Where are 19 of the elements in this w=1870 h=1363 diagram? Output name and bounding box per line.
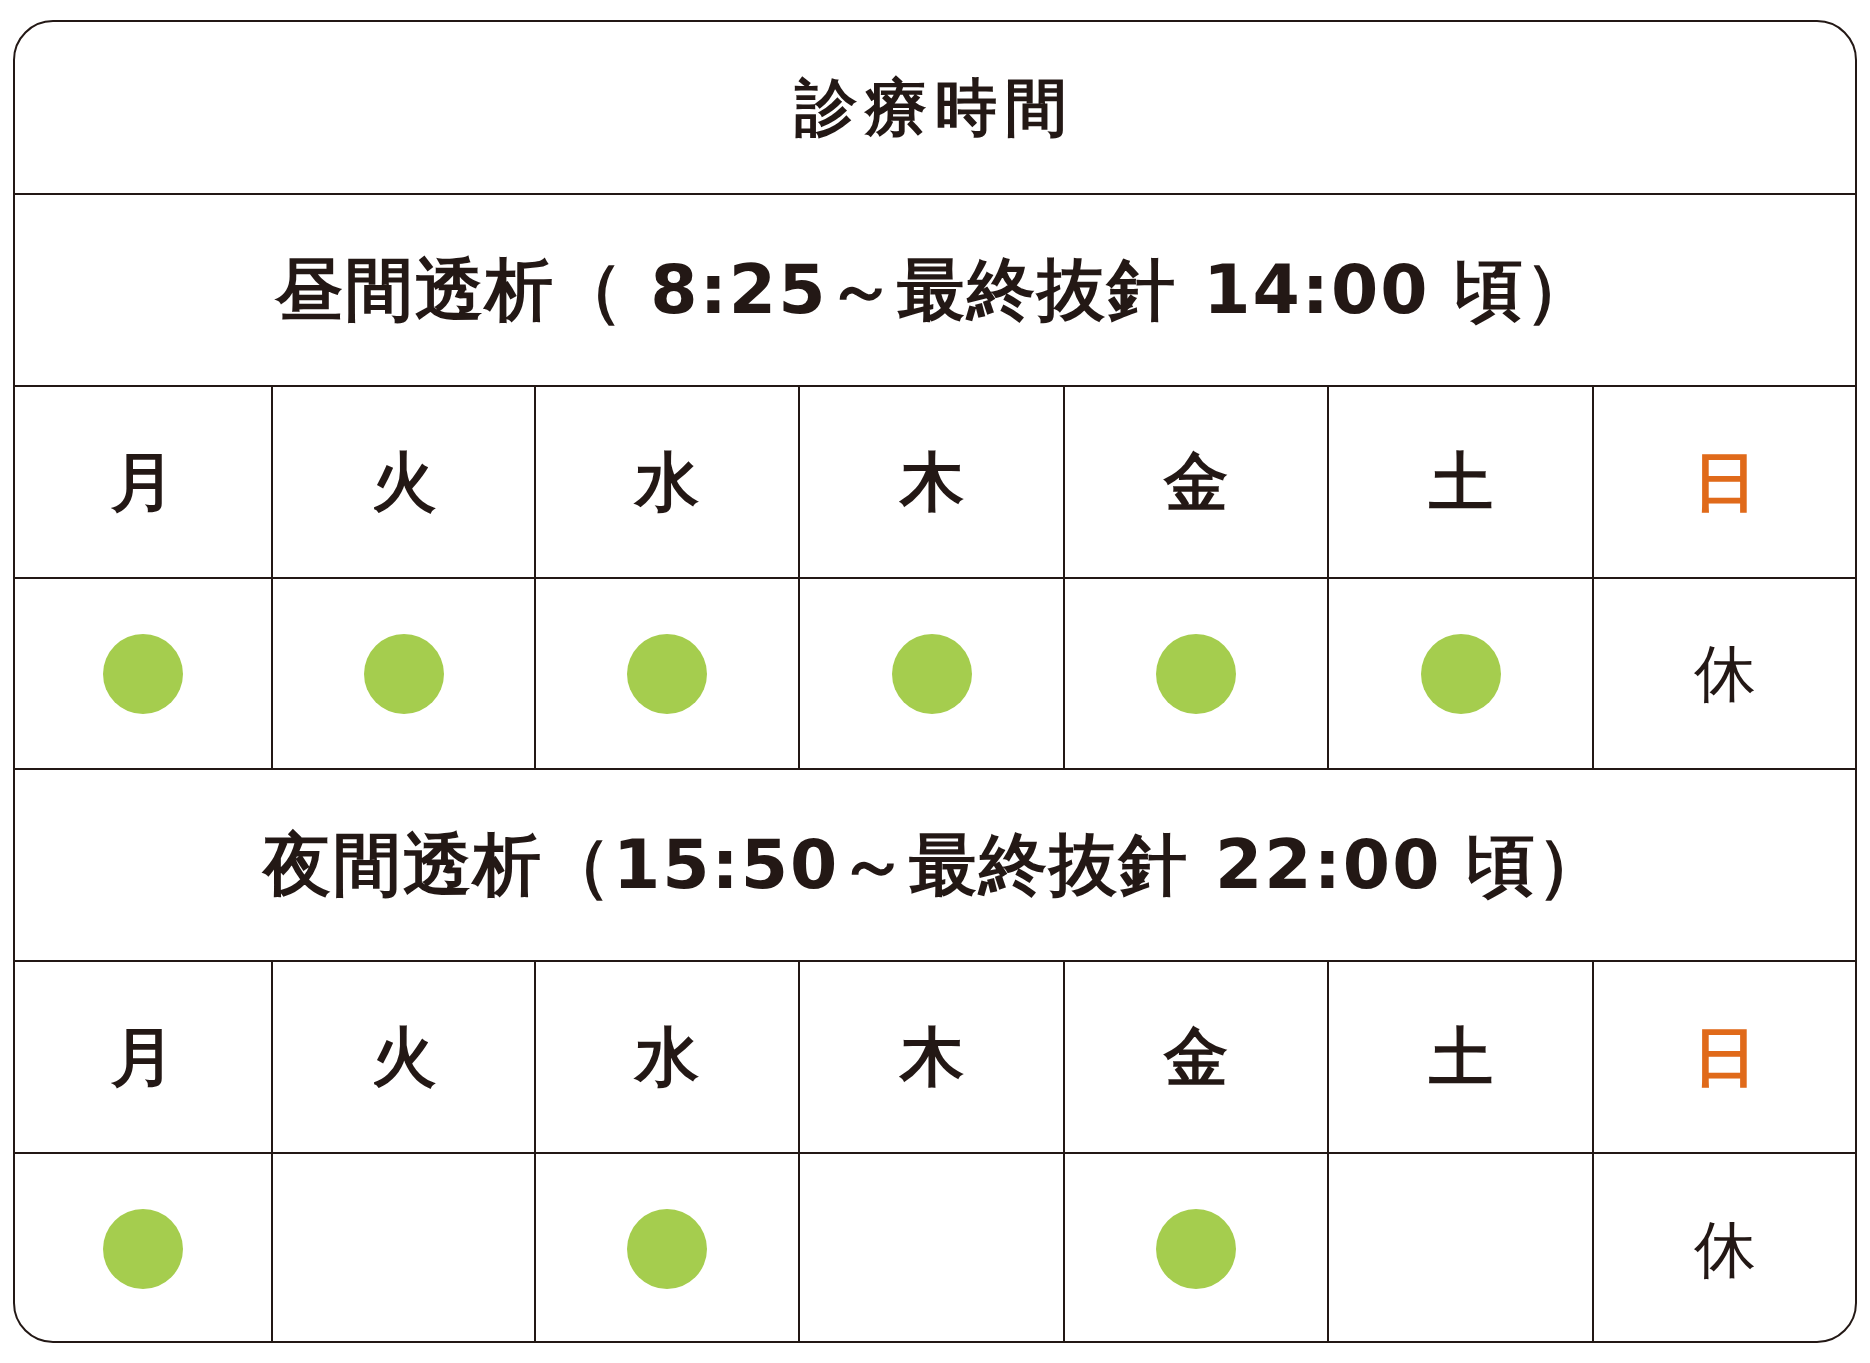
weekday-cell-text: 日	[1691, 1019, 1758, 1096]
weekday-cell: 月	[15, 962, 273, 1152]
weekday-cell: 水	[536, 962, 800, 1152]
weekday-cell: 火	[273, 387, 536, 577]
weekday-cell: 土	[1329, 387, 1594, 577]
closed-cell-text: 休	[1692, 636, 1757, 712]
weekday-cell: 水	[536, 387, 800, 577]
weekday-cell: 木	[800, 387, 1065, 577]
weekday-cell: 金	[1065, 387, 1329, 577]
weekday-cell: 木	[800, 962, 1065, 1152]
weekday-cell: 土	[1329, 962, 1594, 1152]
weekday-cell: 火	[273, 962, 536, 1152]
weekday-cell: 月	[15, 387, 273, 577]
table-title: 診療時間	[795, 70, 1075, 146]
closed-cell-text: 休	[1692, 1211, 1757, 1288]
session-heading: 夜間透析（15:50～最終抜針 22:00 頃）	[262, 824, 1608, 906]
weekday-cell: 金	[1065, 962, 1329, 1152]
weekday-cell-text: 日	[1691, 444, 1758, 521]
session-heading: 昼間透析（ 8:25～最終抜針 14:00 頃）	[274, 249, 1596, 331]
